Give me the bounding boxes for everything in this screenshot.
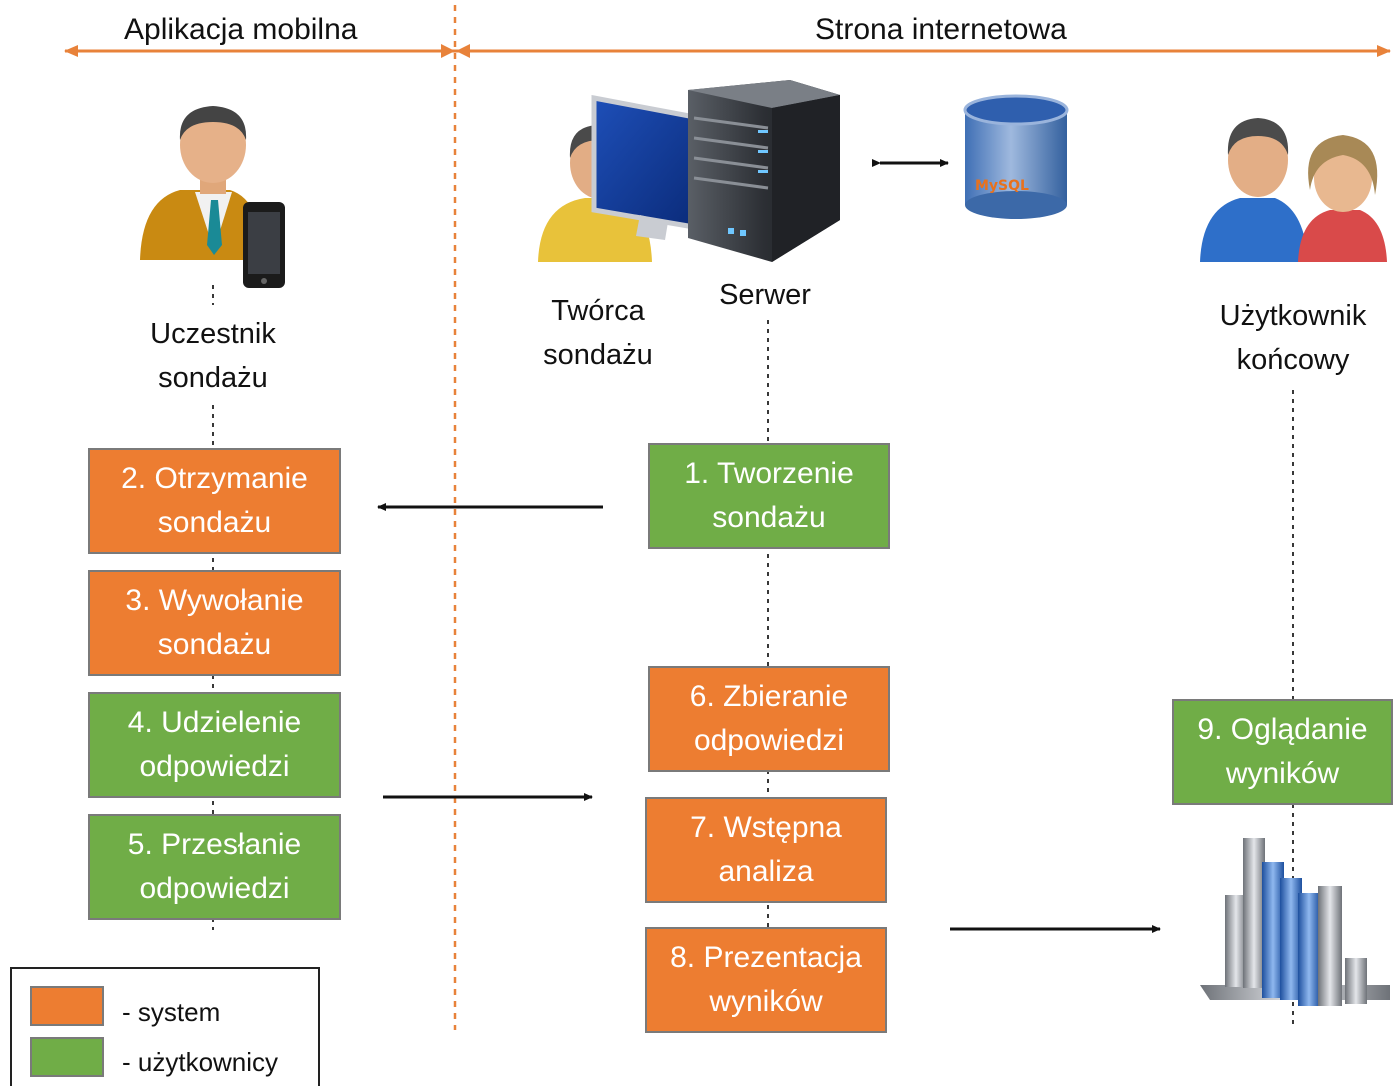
database-icon: MySQL	[963, 94, 1069, 219]
step-6-box: 6. Zbieranie odpowiedzi	[648, 666, 890, 772]
step-4-box: 4. Udzielenie odpowiedzi	[88, 692, 341, 798]
legend: - system - użytkownicy	[10, 967, 320, 1086]
creator-label: Twórca sondażu	[543, 295, 653, 371]
server-icon	[688, 80, 840, 262]
server-label: Serwer	[719, 279, 811, 311]
step-2-box: 2. Otrzymanie sondażu	[88, 448, 341, 554]
step-5-box: 5. Przesłanie odpowiedzi	[88, 814, 341, 920]
step-7-box: 7. Wstępna analiza	[645, 797, 887, 903]
step-1-box: 1. Tworzenie sondażu	[648, 443, 890, 549]
step-9-box: 9. Oglądanie wyników	[1172, 699, 1393, 805]
mobile-section-arrow-back	[456, 44, 470, 58]
legend-users-label: - użytkownicy	[122, 1047, 279, 1077]
legend-system-swatch	[30, 986, 104, 1026]
step-8-box: 8. Prezentacja wyników	[645, 927, 887, 1033]
website-header: Strona internetowa	[815, 13, 1067, 46]
mysql-logo-text: MySQL	[975, 178, 1029, 194]
legend-users-swatch	[30, 1037, 104, 1077]
participant-label: Uczestnik sondażu	[150, 318, 276, 394]
end-users-icon	[1200, 118, 1387, 262]
bar-chart-icon	[1200, 838, 1390, 1006]
web-section-arrow-back	[441, 44, 455, 58]
mobile-app-header: Aplikacja mobilna	[124, 13, 358, 46]
user-phone-icon	[140, 106, 285, 288]
legend-system-label: - system	[122, 997, 221, 1027]
end-user-label: Użytkownik końcowy	[1219, 300, 1367, 376]
step-3-box: 3. Wywołanie sondażu	[88, 570, 341, 676]
